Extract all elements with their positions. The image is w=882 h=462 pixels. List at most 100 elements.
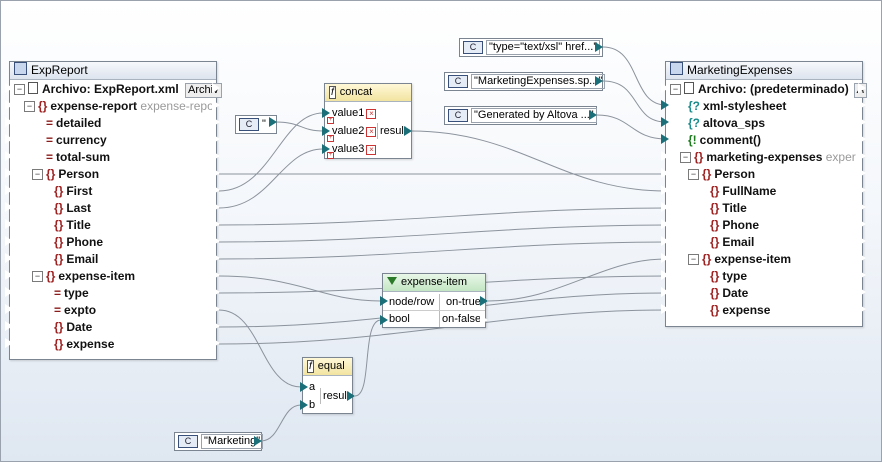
collapse-icon[interactable]: − [688,254,699,265]
source-output-port[interactable] [211,184,220,196]
source-input-port[interactable] [4,133,13,145]
target-input-port[interactable] [660,303,669,315]
collapse-icon[interactable]: − [32,169,43,180]
filter-on-false-port[interactable] [479,314,488,326]
source-output-port[interactable] [211,252,220,264]
collapse-icon[interactable]: − [670,84,681,95]
source-component[interactable]: ExpReport −Archivo: ExpReport.xml Archiv… [9,61,222,360]
source-input-port[interactable] [4,201,13,213]
source-input-port[interactable] [4,82,13,94]
target-output-port[interactable] [857,286,866,298]
source-title-bar[interactable]: ExpReport [10,62,216,80]
source-output-port[interactable] [211,286,220,298]
source-output-port[interactable] [211,269,220,281]
source-input-port[interactable] [4,320,13,332]
filter-component[interactable]: expense-item node/row bool on-true on-fa… [382,273,486,328]
constant-stylesheet-port[interactable] [595,42,603,52]
source-output-port[interactable] [211,133,220,145]
target-component[interactable]: MarketingExpenses −Archivo: (predetermin… [665,61,868,327]
filter-title-bar[interactable]: expense-item [383,274,485,292]
target-input-port[interactable] [660,167,669,179]
filter-on-true-port[interactable] [480,296,488,306]
source-output-port[interactable] [211,218,220,230]
collapse-icon[interactable]: − [32,271,43,282]
target-input-port[interactable] [660,82,669,94]
source-output-port[interactable] [211,116,220,128]
target-output-port[interactable] [857,201,866,213]
target-title-bar[interactable]: MarketingExpenses [666,62,862,80]
equal-b-port[interactable] [300,400,308,410]
source-output-port[interactable] [211,150,220,162]
collapse-icon[interactable]: − [688,169,699,180]
concat-result-port[interactable] [404,126,412,136]
target-output-port[interactable] [857,167,866,179]
source-output-port[interactable] [211,201,220,213]
target-input-port[interactable] [661,117,669,127]
source-output-port[interactable] [211,82,220,94]
filter-node-port[interactable] [380,296,388,306]
target-input-port[interactable] [660,201,669,213]
target-output-port[interactable] [857,184,866,196]
constant-space[interactable]: C" " [235,115,277,134]
target-output-port[interactable] [857,235,866,247]
target-input-port[interactable] [661,134,669,144]
source-input-port[interactable] [4,235,13,247]
source-input-port[interactable] [4,303,13,315]
target-output-port[interactable] [857,269,866,281]
remove-icon[interactable]: × [366,127,377,137]
target-output-port[interactable] [857,82,866,94]
target-output-port[interactable] [857,150,866,162]
concat-value3-port[interactable] [322,144,330,154]
source-output-port[interactable] [211,337,220,349]
target-output-port[interactable] [857,99,866,111]
add-input-icon[interactable]: + [327,117,334,124]
concat-value2-port[interactable] [322,126,330,136]
source-input-port[interactable] [4,269,13,281]
constant-generated-port[interactable] [589,110,597,120]
source-input-port[interactable] [4,252,13,264]
constant-space-port[interactable] [269,117,277,127]
remove-icon[interactable]: × [366,145,377,155]
target-output-port[interactable] [857,133,866,145]
source-output-port[interactable] [211,99,220,111]
target-output-port[interactable] [857,303,866,315]
constant-stylesheet[interactable]: C"type="text/xsl" href..." [459,38,603,57]
source-input-port[interactable] [4,286,13,298]
target-input-port[interactable] [660,184,669,196]
source-output-port[interactable] [211,235,220,247]
constant-sps[interactable]: C"MarketingExpenses.sp..." [444,72,606,91]
equal-a-port[interactable] [300,382,308,392]
target-input-port[interactable] [660,218,669,230]
constant-sps-port[interactable] [595,76,603,86]
add-input-icon[interactable]: + [327,152,334,159]
source-input-port[interactable] [4,337,13,349]
filter-bool-port[interactable] [380,315,388,325]
remove-icon[interactable]: × [366,109,377,119]
source-output-port[interactable] [211,303,220,315]
target-input-port[interactable] [660,252,669,264]
target-output-port[interactable] [857,252,866,264]
source-input-port[interactable] [4,167,13,179]
target-input-port[interactable] [660,269,669,281]
source-input-port[interactable] [4,150,13,162]
equal-result-port[interactable] [347,391,355,401]
concat-value1-port[interactable] [322,108,330,118]
collapse-icon[interactable]: − [680,152,691,163]
collapse-icon[interactable]: − [24,101,35,112]
constant-marketing[interactable]: C"Marketing" [174,432,264,451]
target-input-port[interactable] [660,235,669,247]
constant-marketing-port[interactable] [254,436,262,446]
source-input-port[interactable] [4,116,13,128]
target-output-port[interactable] [857,218,866,230]
target-input-port[interactable] [660,286,669,298]
target-input-port[interactable] [660,150,669,162]
target-input-port[interactable] [661,100,669,110]
source-output-port[interactable] [211,167,220,179]
source-input-port[interactable] [4,184,13,196]
source-input-port[interactable] [4,99,13,111]
source-output-port[interactable] [211,320,220,332]
